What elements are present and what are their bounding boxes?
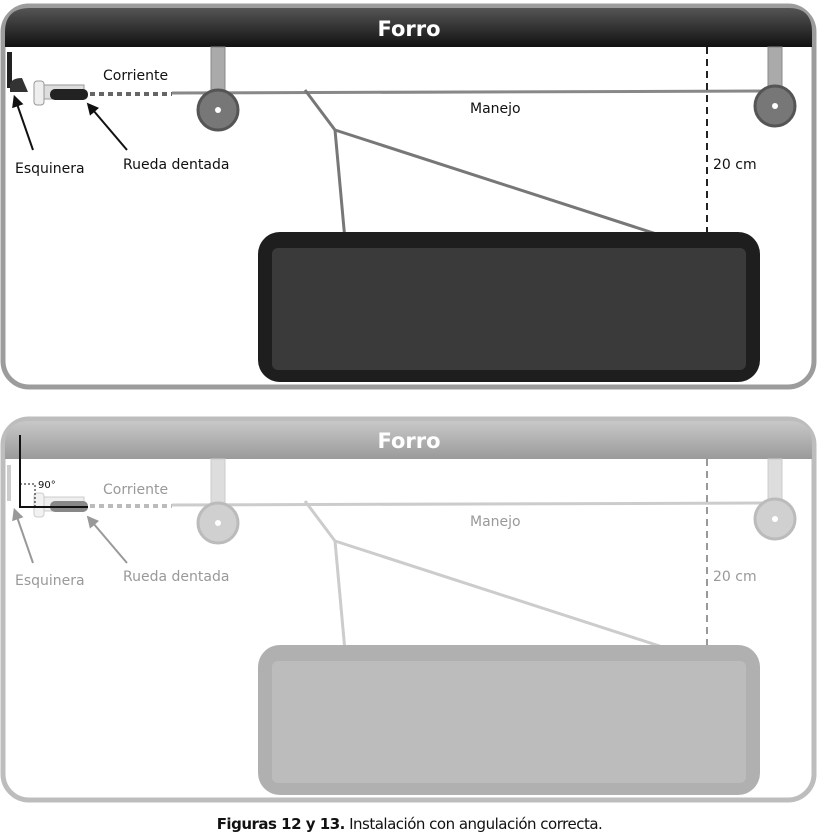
figure-12-panel: Forro Corriente Manejo 20 cm Esquinera R… bbox=[0, 3, 817, 390]
chain-label: Corriente bbox=[103, 68, 168, 84]
drive-arm bbox=[303, 500, 676, 653]
figure-caption: Figuras 12 y 13. Instalación con angulac… bbox=[0, 815, 819, 833]
corner-label: Esquinera bbox=[15, 161, 85, 177]
distance-label: 20 cm bbox=[713, 569, 757, 585]
sprocket-label: Rueda dentada bbox=[123, 157, 229, 173]
drive-arm bbox=[303, 89, 676, 242]
distance-label: 20 cm bbox=[713, 157, 757, 173]
corner-label: Esquinera bbox=[15, 573, 85, 589]
angle-label: 90° bbox=[38, 480, 56, 491]
cable bbox=[171, 89, 781, 95]
caption-text: Instalación con angulación correcta. bbox=[344, 815, 603, 833]
ceiling-label: Forro bbox=[377, 17, 440, 41]
handle-label: Manejo bbox=[470, 514, 521, 530]
sprocket-label: Rueda dentada bbox=[123, 569, 229, 585]
cable bbox=[171, 501, 781, 507]
ceiling-header bbox=[5, 421, 812, 459]
chain-label: Corriente bbox=[103, 482, 168, 498]
arrow-icon bbox=[12, 507, 34, 564]
right-angle-indicator bbox=[19, 435, 88, 508]
ceiling-label: Forro bbox=[377, 429, 440, 453]
sprocket bbox=[50, 89, 88, 100]
caption-title: Figuras 12 y 13. bbox=[216, 815, 346, 833]
arrow-icon bbox=[86, 102, 128, 151]
corner-bracket bbox=[7, 52, 12, 88]
arrow-icon bbox=[12, 94, 34, 151]
arrow-icon bbox=[86, 515, 128, 564]
handle-label: Manejo bbox=[470, 101, 521, 117]
figure-13-panel: Forro 90° Corriente Manejo 20 cm Esquine… bbox=[0, 416, 817, 803]
ceiling-header bbox=[5, 8, 812, 47]
